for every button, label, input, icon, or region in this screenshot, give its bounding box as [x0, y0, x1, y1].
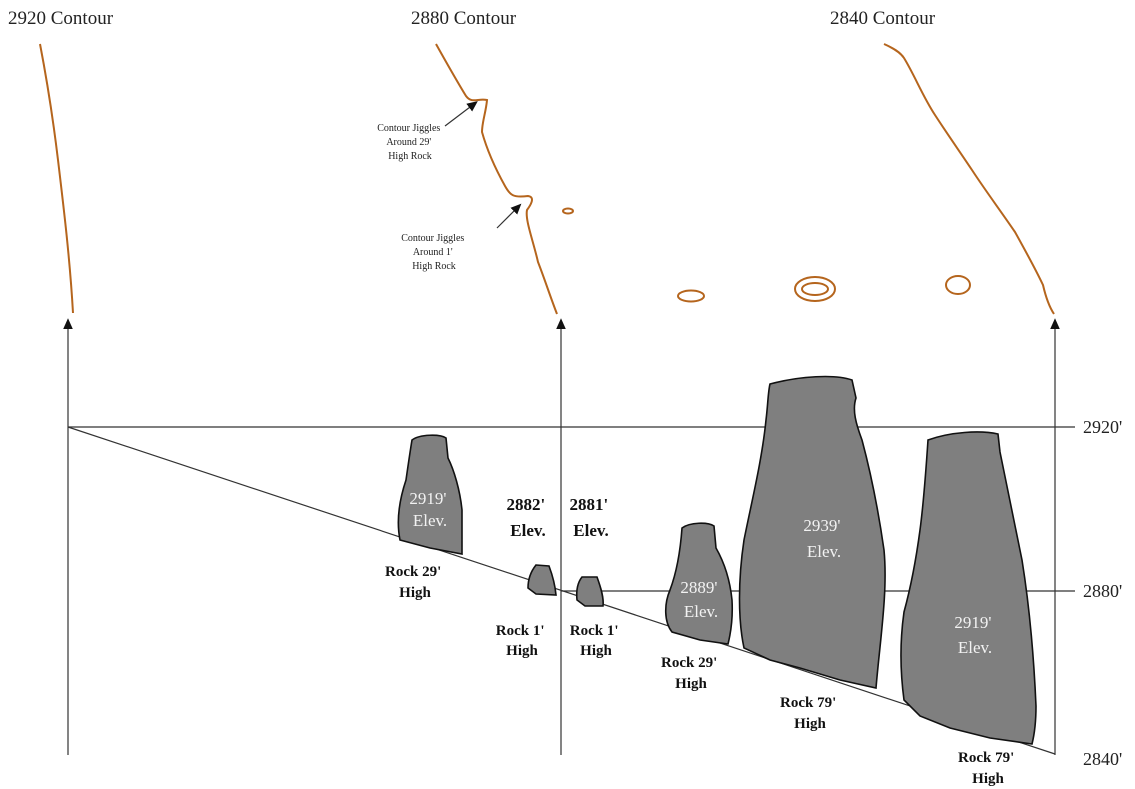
callout-text-lower: Contour Jiggles Around 1' High Rock: [401, 233, 467, 272]
elevation-label-2840: 2840': [1083, 749, 1122, 769]
slope-line: [67, 426, 1056, 755]
rock-3-caption: Rock 1' High: [570, 623, 623, 659]
rock-2-elevation: 2882' Elev.: [507, 495, 550, 540]
elevation-label-2880: 2880': [1083, 581, 1122, 601]
rock-1-elevation: 2919' Elev.: [409, 489, 450, 530]
rock-4-elevation: 2889' Elev.: [680, 578, 721, 621]
rock-contour-rock5-outer: [794, 276, 836, 302]
callout-arrow-upper: [444, 101, 478, 127]
rock-5-elevation: 2939' Elev.: [803, 516, 844, 561]
rock-1-caption: Rock 29' High: [385, 564, 445, 601]
contour-line-2880: [435, 43, 558, 315]
rock-6-caption: Rock 79' High: [958, 750, 1018, 787]
rock-contour-rock6: [945, 275, 971, 295]
rock-5-caption: Rock 79' High: [780, 695, 840, 732]
rock-3: [575, 576, 604, 607]
rock-6: [900, 431, 1037, 745]
callout-text-upper: Contour Jiggles Around 29' High Rock: [377, 123, 443, 162]
rock-contour-rock5-inner: [801, 282, 829, 296]
rock-contour-rock4: [677, 289, 705, 303]
rock-4: [664, 522, 734, 645]
contour-line-2920: [39, 43, 74, 314]
elevation-label-2920: 2920': [1083, 417, 1122, 437]
contour-label-2880: 2880 Contour: [411, 8, 517, 29]
rock-contour-small: [562, 207, 574, 215]
callout-arrow-lower: [496, 203, 522, 229]
rock-2: [527, 564, 557, 596]
contour-label-2920: 2920 Contour: [8, 8, 114, 29]
contour-line-2840: [883, 43, 1055, 315]
rock-1: [397, 434, 463, 555]
rock-4-caption: Rock 29' High: [661, 655, 721, 692]
rock-6-elevation: 2919' Elev.: [954, 613, 995, 657]
contour-label-2840: 2840 Contour: [830, 8, 936, 29]
rock-3-elevation: 2881' Elev.: [570, 495, 613, 540]
rock-2-caption: Rock 1' High: [496, 623, 549, 659]
rock-5: [738, 375, 886, 689]
